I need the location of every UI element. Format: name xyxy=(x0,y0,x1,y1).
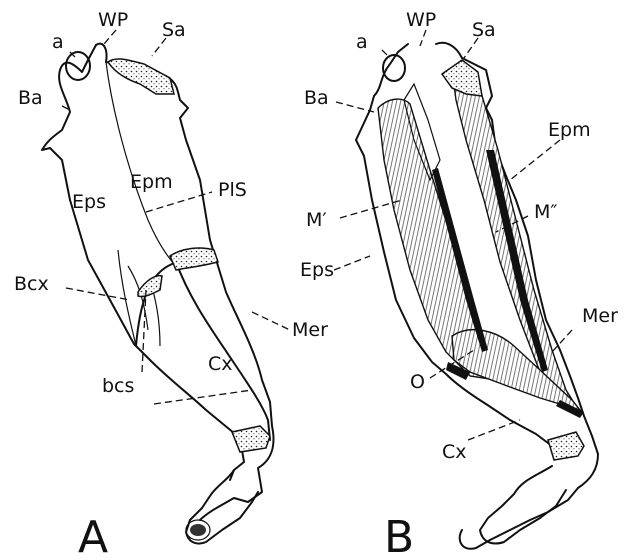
panel-b: a WP Sa Ba Epm M′ M″ Eps Mer O Cx B xyxy=(300,9,618,560)
panel-a-label-eps: Eps xyxy=(72,191,106,213)
panel-b-leader-wp xyxy=(420,30,426,46)
panel-b-trochanter xyxy=(480,466,566,544)
panel-a-leader-wp xyxy=(104,30,116,44)
panel-a-femur-hatch xyxy=(190,524,206,536)
panel-b-label-epm: Epm xyxy=(548,119,591,141)
panel-a-label-cx: Cx xyxy=(208,353,233,375)
panel-b-label-ba: Ba xyxy=(304,87,329,109)
panel-b-leader-eps xyxy=(334,256,370,270)
panel-a-label-a: a xyxy=(52,31,64,53)
panel-b-label-m2: M″ xyxy=(534,201,558,223)
panel-b-label-sa: Sa xyxy=(472,19,496,41)
panel-b-leader-ba xyxy=(336,102,374,112)
panel-a-basicoxite xyxy=(138,276,162,297)
panel-b-letter: B xyxy=(384,512,414,560)
panel-a-leader-mer xyxy=(252,312,290,330)
panel-a-label-ba: Ba xyxy=(18,87,43,109)
panel-a-label-epm: Epm xyxy=(130,171,173,193)
panel-a-label-mer: Mer xyxy=(292,319,328,341)
panel-a-sa-plate xyxy=(108,59,174,94)
panel-a-leader-pls xyxy=(146,192,212,212)
panel-b-trochanter-plate xyxy=(548,432,584,460)
panel-b-label-a: a xyxy=(356,31,368,53)
panel-b-leader-cx xyxy=(468,420,520,440)
panel-b-label-m1: M′ xyxy=(306,209,327,231)
panel-a-label-sa: Sa xyxy=(162,19,186,41)
panel-a-articular-knob xyxy=(66,52,90,80)
panel-a-label-bcx: Bcx xyxy=(14,273,49,295)
panel-a-label-pls: PlS xyxy=(218,179,247,201)
panel-b-label-eps: Eps xyxy=(300,259,334,281)
panel-a-letter: A xyxy=(78,512,108,560)
panel-b-label-cx: Cx xyxy=(442,441,467,463)
panel-b-leader-sa xyxy=(464,38,478,58)
panel-b-leader-epm xyxy=(510,140,560,180)
panel-a: a WP Sa Ba Eps Epm PlS Bcx Mer Cx bcs A xyxy=(14,9,328,560)
panel-a-trochanter-plate xyxy=(232,426,270,452)
panel-a-label-bcs: bcs xyxy=(102,375,134,397)
panel-a-trochantin xyxy=(170,248,218,270)
panel-b-label-o: O xyxy=(410,371,425,393)
panel-a-leader-bcs-2 xyxy=(154,390,252,404)
panel-b-label-wp: WP xyxy=(406,9,436,31)
panel-a-leader-bcx xyxy=(66,288,130,300)
panel-b-label-mer: Mer xyxy=(582,305,618,327)
panel-a-label-wp: WP xyxy=(98,9,128,31)
